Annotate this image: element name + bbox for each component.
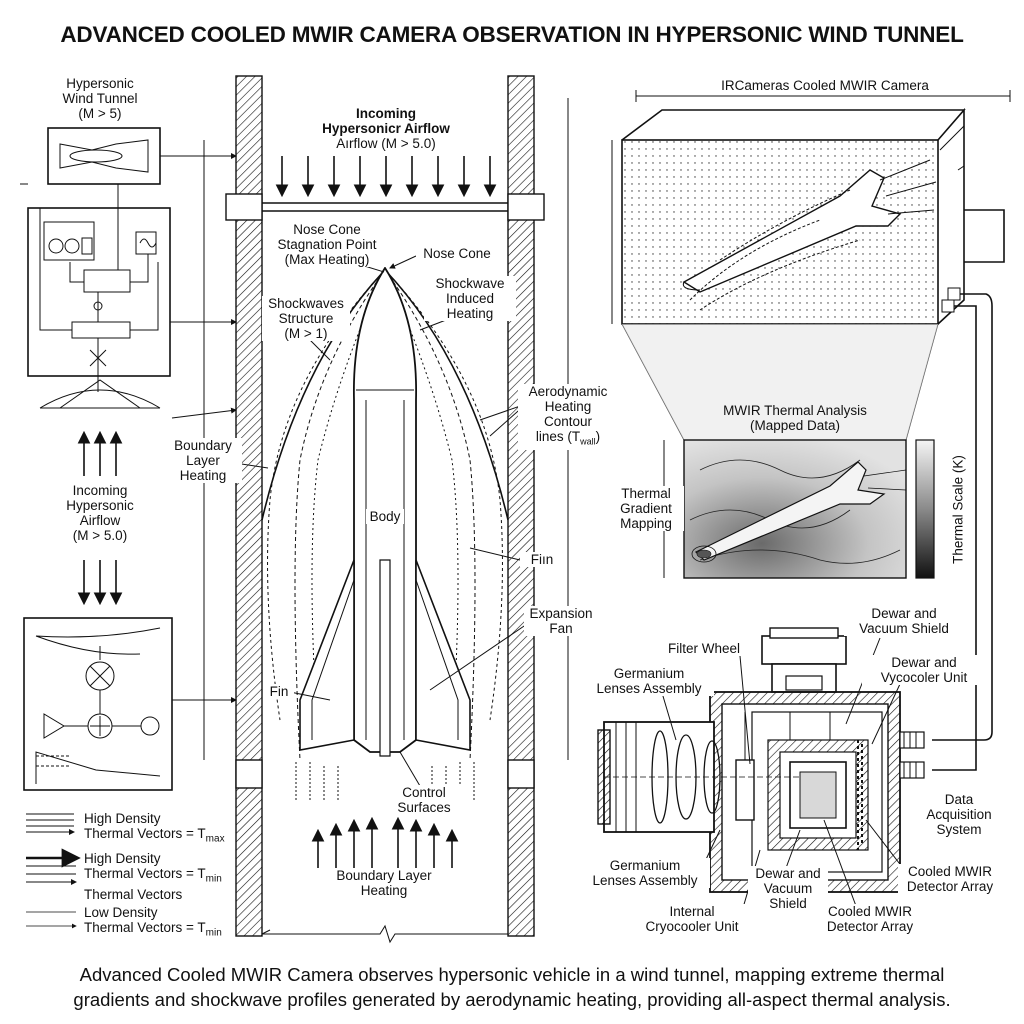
boundary-layer-heating-label: Boundary Layer Heating <box>164 438 242 483</box>
legend-arrows <box>26 813 76 926</box>
dewar-vacuum-shield-bottom-label: Dewar and Vacuum Shield <box>748 866 828 911</box>
cooled-detector-array-right-label: Cooled MWIR Detector Array <box>898 864 1002 894</box>
nose-cone-label: Nose Cone <box>416 246 498 261</box>
control-surfaces-label: Control Surfaces <box>384 785 464 815</box>
thermal-analysis-title: MWIR Thermal Analysis (Mapped Data) <box>723 403 867 433</box>
nose-cone-stagnation-label: Nose Cone Stagnation Point (Max Heating) <box>264 222 390 267</box>
legend-item-high-density-min: High Density Thermal Vectors = Tmin Ther… <box>84 851 222 902</box>
germanium-lenses-bottom-label: Germanium Lenses Assembly <box>580 858 710 888</box>
boundary-layer-bottom-label: Boundary Layer Heating <box>316 868 452 898</box>
fin-right-label: Fiın <box>520 552 564 567</box>
body-label: Body <box>366 509 404 524</box>
thermal-map <box>663 439 935 579</box>
data-acquisition-label: Data Acquisition System <box>914 792 1004 837</box>
cooled-detector-array-bottom-label: Cooled MWIR Detector Array <box>818 904 922 934</box>
signal-block-diagram <box>23 617 173 791</box>
thermal-gradient-label: Thermal Gradient Mapping <box>608 486 684 531</box>
legend-item-high-density-max: High Density Thermal Vectors = Tmax <box>84 811 225 845</box>
dewar-vacuum-shield-top-label: Dewar and Vacuum Shield <box>844 606 964 636</box>
incoming-airflow-left-label: Incoming Hypersonic Airflow (M > 5.0) <box>66 483 134 543</box>
aerodynamic-heating-label: Aerodynamic Heating Contour lines (Twall… <box>518 384 618 450</box>
shockwave-heating-label: Shockwave Induced Heating <box>424 276 516 321</box>
dewar-cooler-label: Dewar and Vycocoler Unit <box>862 655 986 685</box>
camera-view-frame <box>611 90 1011 441</box>
shockwave-structure-label: Shockwaves Structure (M > 1) <box>262 296 350 341</box>
expansion-fan-label: Expansion Fan <box>524 606 598 636</box>
thermal-scale-label: Thermal Scale (K) <box>950 455 966 564</box>
legend-item-low-density: Low Density Thermal Vectors = Tmin <box>84 905 222 939</box>
figure-caption: Advanced Cooled MWIR Camera observes hyp… <box>73 964 951 1010</box>
camera-view-header: IRCameras Cooled MWIR Camera <box>680 78 970 93</box>
germanium-lenses-top-label: Germanium Lenses Assembly <box>584 666 714 696</box>
page-title: ADVANCED COOLED MWIR CAMERA OBSERVATION … <box>60 22 964 47</box>
wind-tunnel-label: Hypersonic Wind Tunnel (M > 5) <box>62 76 138 121</box>
incoming-airflow-top-label: Incoming Hypersonicr Airflow Aırflow (M … <box>322 106 450 151</box>
fin-left-label: Fin <box>264 684 294 699</box>
filter-wheel-label: Filter Wheel <box>654 641 754 656</box>
internal-cryocooler-label: Internal Cryocooler Unit <box>636 904 748 934</box>
wind-tunnel-box <box>47 127 161 185</box>
camera-cross-section <box>597 627 925 919</box>
